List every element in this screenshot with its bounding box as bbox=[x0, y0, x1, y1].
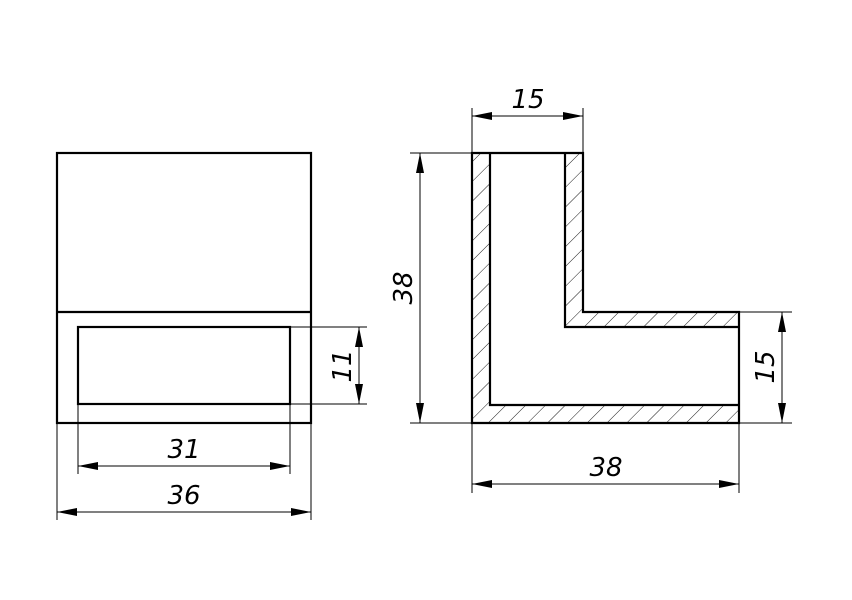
dim-label-inner-width: 31 bbox=[167, 435, 200, 465]
section-view: 15 38 38 15 bbox=[389, 85, 792, 493]
section-inner-contour bbox=[488, 153, 739, 407]
dim-label-total-width: 38 bbox=[589, 453, 622, 483]
section-hatched-wall bbox=[472, 153, 739, 423]
dim-label-slot-height: 11 bbox=[328, 349, 358, 382]
front-view-outline bbox=[55, 151, 313, 425]
dim-label-outer-width: 36 bbox=[167, 481, 200, 511]
dim-label-total-height: 38 bbox=[389, 271, 419, 304]
section-outer-contour bbox=[470, 151, 741, 425]
dim-label-top-width: 15 bbox=[511, 85, 544, 115]
front-view: 31 36 11 bbox=[55, 151, 367, 520]
dim-label-leg-height: 15 bbox=[751, 350, 781, 383]
front-view-slot bbox=[76, 325, 292, 406]
